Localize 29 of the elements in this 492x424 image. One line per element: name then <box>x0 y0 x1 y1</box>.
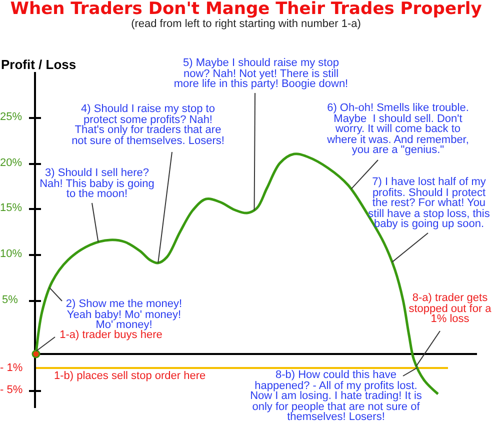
title: When Traders Don't Mange Their Trades Properly <box>9 1 483 18</box>
leader-line <box>350 160 378 190</box>
leader-line <box>416 330 440 367</box>
tick-label: 15% <box>0 203 22 214</box>
callout-text: 2) Show me the money! Yeah baby! Mo' money! Mo' money! <box>63 299 185 331</box>
tick-label: - 5% <box>0 385 23 396</box>
callout-text: 8-b) How could this have happened? - All of my profits lost. Now I am losing. I hate trading! It is only for people that are not sure of themselves! Losers! <box>249 370 423 423</box>
leader-line <box>158 152 172 264</box>
tick-label: 20% <box>0 158 22 169</box>
callout-text: 6) Oh-oh! Smells like trouble. Maybe I should sell. Don't worry. It will come back to where it was. And remember, you are a "genius." <box>324 103 472 156</box>
leader-line <box>92 202 99 243</box>
tick-label: 5% <box>2 295 18 306</box>
leader-line <box>254 92 256 211</box>
annotation: 1-b) places sell stop order here <box>54 371 206 382</box>
tick-label: - 1% <box>0 363 23 374</box>
callout-text: 4) Should I raise my stop to protect some profits? Nah! That's only for traders that are not sure of themselves. Losers! <box>70 104 226 146</box>
callout-text: 5) Maybe I should raise my stop now? Nah! Not yet! There is still more life in this party! Boogie down! <box>172 58 350 90</box>
leader-line <box>48 287 62 302</box>
callout-text: 8-a) trader gets stopped out for a 1% loss <box>408 293 492 325</box>
leader-line <box>402 367 418 376</box>
tick-label: 10% <box>0 249 22 260</box>
axis-title: Profit / Loss <box>1 58 76 71</box>
callout-text: 7) I have lost half of my profits. Should I protect the rest? For what! You still have a stop loss, this baby is going up soon. <box>366 177 492 230</box>
leader-line <box>392 232 428 263</box>
subtitle: (read from left to right starting with number 1-a) <box>130 19 362 30</box>
leader-line <box>36 336 56 352</box>
callout-text: 3) Should I sell here? Nah! This baby is going to the moon! <box>36 168 158 200</box>
callout-text: 1-a) trader buys here <box>56 330 166 341</box>
tick-label: 25% <box>0 112 22 123</box>
